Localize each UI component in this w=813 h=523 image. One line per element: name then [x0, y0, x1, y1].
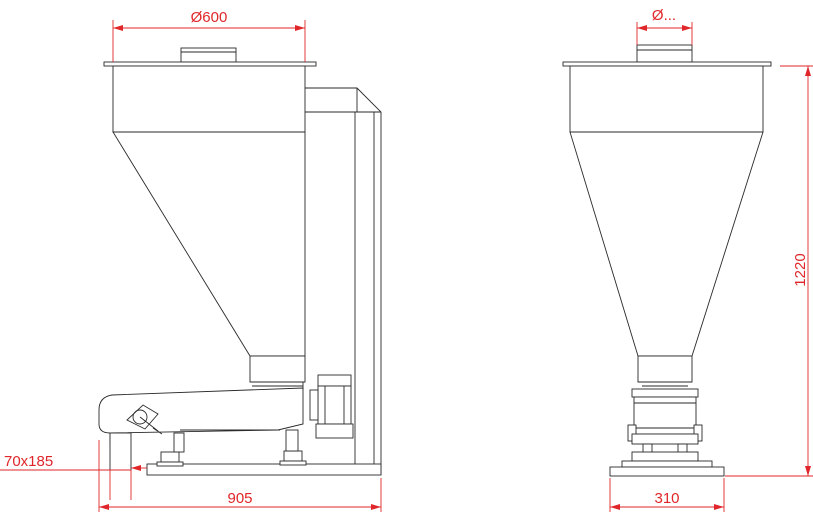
dim-front-width: [609, 478, 725, 512]
front-cone: [569, 131, 764, 357]
side-foot-right: [283, 450, 303, 462]
side-motor: [309, 374, 354, 439]
gauge-icon: [126, 404, 163, 435]
dim-label-front-diameter: Ø...: [652, 7, 676, 24]
side-view: [98, 47, 382, 476]
side-outlet-chute: [109, 432, 132, 471]
front-inlet-neck: [636, 44, 693, 63]
front-cylinder: [569, 65, 764, 133]
dim-side-width: [98, 440, 382, 512]
dim-side-top-diameter: [112, 20, 306, 62]
dim-outlet: [0, 465, 147, 500]
side-outlet-pipe: [249, 355, 306, 383]
dim-height: [725, 65, 813, 477]
dim-label-outlet: 70x185: [4, 453, 53, 470]
dim-label-height: 1220: [792, 253, 809, 286]
side-lid: [103, 61, 317, 67]
dim-label-side-diameter: Ø600: [191, 9, 228, 26]
front-view: [562, 44, 772, 477]
side-cylinder: [112, 65, 306, 133]
dim-front-top-diameter: [636, 22, 693, 45]
front-feeder-top: [631, 388, 699, 398]
front-outlet-pipe: [637, 355, 693, 383]
side-inlet-neck: [180, 47, 237, 63]
dim-label-front-width: 310: [654, 490, 679, 507]
side-feeder: [98, 374, 354, 471]
dim-label-side-width: 905: [227, 490, 252, 507]
side-cone: [112, 131, 306, 357]
front-base-plate: [621, 460, 713, 468]
side-hopper: [103, 47, 317, 387]
side-base-plate: [146, 463, 382, 476]
front-lid: [562, 61, 772, 67]
side-foot-left: [160, 451, 180, 463]
